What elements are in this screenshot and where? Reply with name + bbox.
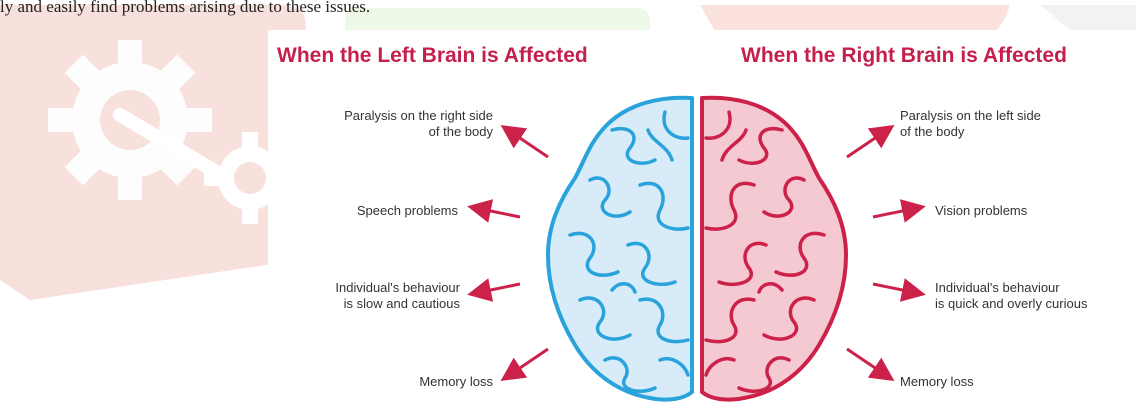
arrow-right-behaviour — [873, 284, 917, 293]
arrow-right-paralysis — [847, 130, 887, 157]
brain-right-hemisphere-icon — [702, 98, 846, 400]
brain-left-hemisphere-icon — [548, 98, 692, 400]
arrow-left-memory — [508, 349, 548, 376]
arrow-left-behaviour — [476, 284, 520, 293]
arrow-left-paralysis — [508, 130, 548, 157]
arrow-right-vision — [873, 208, 917, 217]
arrow-right-memory — [847, 349, 887, 376]
arrow-left-speech — [476, 208, 520, 217]
